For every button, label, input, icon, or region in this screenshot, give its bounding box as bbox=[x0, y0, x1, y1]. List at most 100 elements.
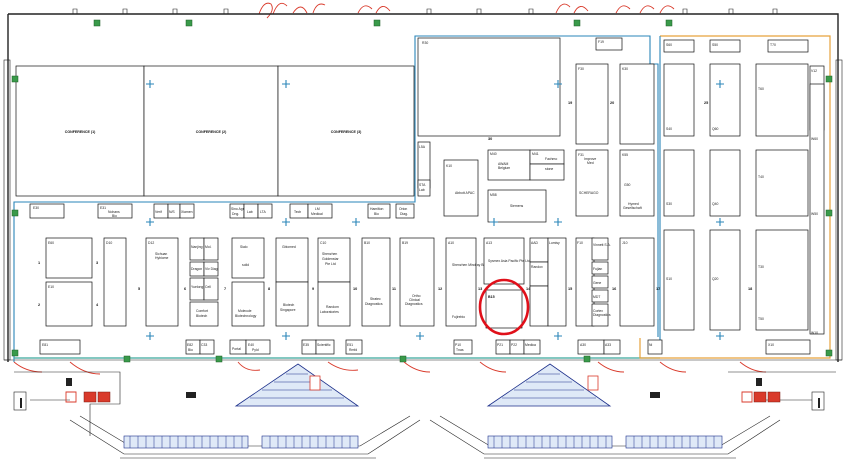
booth[interactable] bbox=[523, 339, 541, 355]
booth[interactable] bbox=[755, 229, 809, 331]
booth-label-b-q40: Q40 bbox=[712, 202, 719, 206]
booth[interactable] bbox=[317, 281, 351, 327]
aisle-number: 14 bbox=[526, 287, 531, 291]
booth-label-b-improve: Improve bbox=[584, 157, 596, 161]
booth[interactable] bbox=[39, 339, 81, 355]
booth-label-b-d12: D12 bbox=[148, 241, 154, 245]
booth[interactable] bbox=[145, 237, 179, 327]
aisle-number: 18 bbox=[748, 287, 752, 291]
booth-label-b-lab: Lab bbox=[247, 210, 253, 214]
booth[interactable] bbox=[591, 261, 609, 275]
booth[interactable] bbox=[307, 203, 333, 219]
booth[interactable] bbox=[97, 203, 133, 219]
booth[interactable] bbox=[591, 275, 609, 289]
booth[interactable] bbox=[143, 65, 279, 197]
booth[interactable] bbox=[399, 237, 435, 327]
booth[interactable] bbox=[315, 339, 335, 355]
booth[interactable] bbox=[245, 339, 271, 355]
booth[interactable] bbox=[45, 281, 93, 327]
booth[interactable] bbox=[765, 339, 811, 355]
booth[interactable] bbox=[395, 203, 415, 219]
aisle-number: 17 bbox=[656, 287, 660, 291]
booth[interactable] bbox=[189, 301, 219, 327]
booth[interactable] bbox=[189, 237, 205, 261]
aisle-number: 20 bbox=[610, 101, 614, 105]
booth[interactable] bbox=[529, 285, 549, 327]
booth[interactable] bbox=[575, 149, 609, 217]
booth-label-b-tnas: Tnas bbox=[456, 348, 464, 352]
booth[interactable] bbox=[417, 179, 431, 197]
booth[interactable] bbox=[445, 237, 477, 327]
booth[interactable] bbox=[487, 189, 547, 223]
booth[interactable] bbox=[103, 237, 127, 327]
booth[interactable] bbox=[575, 237, 595, 327]
booth[interactable] bbox=[619, 237, 655, 327]
booth[interactable] bbox=[709, 63, 741, 137]
booth[interactable] bbox=[203, 277, 219, 301]
booth[interactable] bbox=[231, 281, 265, 327]
top-entrances bbox=[70, 2, 778, 19]
booth-label-b-l5a: L5A bbox=[419, 145, 426, 149]
booth[interactable] bbox=[275, 237, 309, 283]
booth[interactable] bbox=[591, 289, 609, 303]
booth[interactable] bbox=[199, 339, 215, 355]
booth-label-b-pltd: Pte Ltd bbox=[325, 262, 336, 266]
booth[interactable] bbox=[203, 261, 219, 277]
orange-zone-booths: S60 S50 T70 S40 Q60 T60 V12 S30 Q40 T40 … bbox=[663, 39, 825, 335]
booth[interactable] bbox=[179, 203, 195, 219]
booth[interactable] bbox=[647, 339, 663, 355]
booth-label-b-sysmex: Sysmex Asia Pacific Pte Ltd bbox=[488, 259, 530, 263]
booth[interactable] bbox=[663, 63, 695, 137]
booth-label-b-t50: T50 bbox=[758, 317, 764, 321]
booth[interactable] bbox=[619, 63, 655, 145]
booth[interactable] bbox=[361, 237, 391, 327]
booth-label-b-e51: E51 bbox=[347, 343, 353, 347]
booth-label-b-t30: T30 bbox=[758, 265, 764, 269]
booth[interactable] bbox=[591, 303, 609, 327]
booth[interactable] bbox=[453, 339, 473, 355]
booth[interactable] bbox=[755, 63, 809, 137]
booth[interactable] bbox=[257, 203, 273, 219]
booth-label-b-a33: A33 bbox=[605, 343, 611, 347]
booth[interactable] bbox=[603, 339, 621, 355]
booth[interactable] bbox=[45, 237, 93, 279]
booth[interactable] bbox=[277, 65, 415, 197]
booth[interactable] bbox=[483, 237, 525, 285]
booth-label-b-e10: E10 bbox=[48, 285, 54, 289]
booth-label-b-siemens: Siemens bbox=[510, 204, 523, 208]
booth-label-b-diagnostics: Diagnostics bbox=[365, 302, 383, 306]
booth[interactable] bbox=[755, 149, 809, 217]
booth[interactable] bbox=[591, 237, 609, 261]
booth[interactable] bbox=[443, 159, 479, 217]
aisle-number: 16 bbox=[612, 287, 616, 291]
booth[interactable] bbox=[345, 339, 363, 355]
booth-label-b-p22: P22 bbox=[511, 343, 517, 347]
booth[interactable] bbox=[15, 65, 145, 197]
booth[interactable] bbox=[663, 229, 695, 331]
booth[interactable] bbox=[275, 281, 309, 327]
booth[interactable] bbox=[189, 277, 205, 301]
booth[interactable] bbox=[709, 39, 741, 53]
booth-label-b-mdt: MDT bbox=[593, 295, 600, 299]
booth[interactable] bbox=[709, 149, 741, 217]
booth-label-b-nohans: Nohans bbox=[108, 210, 120, 214]
booth[interactable] bbox=[709, 229, 741, 331]
booth[interactable] bbox=[767, 39, 809, 53]
booth[interactable] bbox=[575, 63, 609, 145]
booth-label-b-g50: G50 bbox=[624, 183, 631, 187]
booth[interactable] bbox=[619, 149, 655, 217]
booth-label-b-belgium: Belgium bbox=[498, 166, 510, 170]
booth[interactable] bbox=[595, 37, 623, 51]
highlighted-booth[interactable] bbox=[485, 289, 523, 329]
booth[interactable] bbox=[663, 39, 695, 53]
booth[interactable] bbox=[367, 203, 391, 219]
booth[interactable] bbox=[231, 237, 265, 279]
booth[interactable] bbox=[547, 237, 567, 327]
booth[interactable] bbox=[663, 149, 695, 217]
booth[interactable] bbox=[529, 163, 565, 181]
booth[interactable] bbox=[317, 237, 351, 283]
booth[interactable] bbox=[203, 237, 219, 261]
booth[interactable] bbox=[29, 203, 65, 219]
booth[interactable] bbox=[809, 83, 825, 335]
